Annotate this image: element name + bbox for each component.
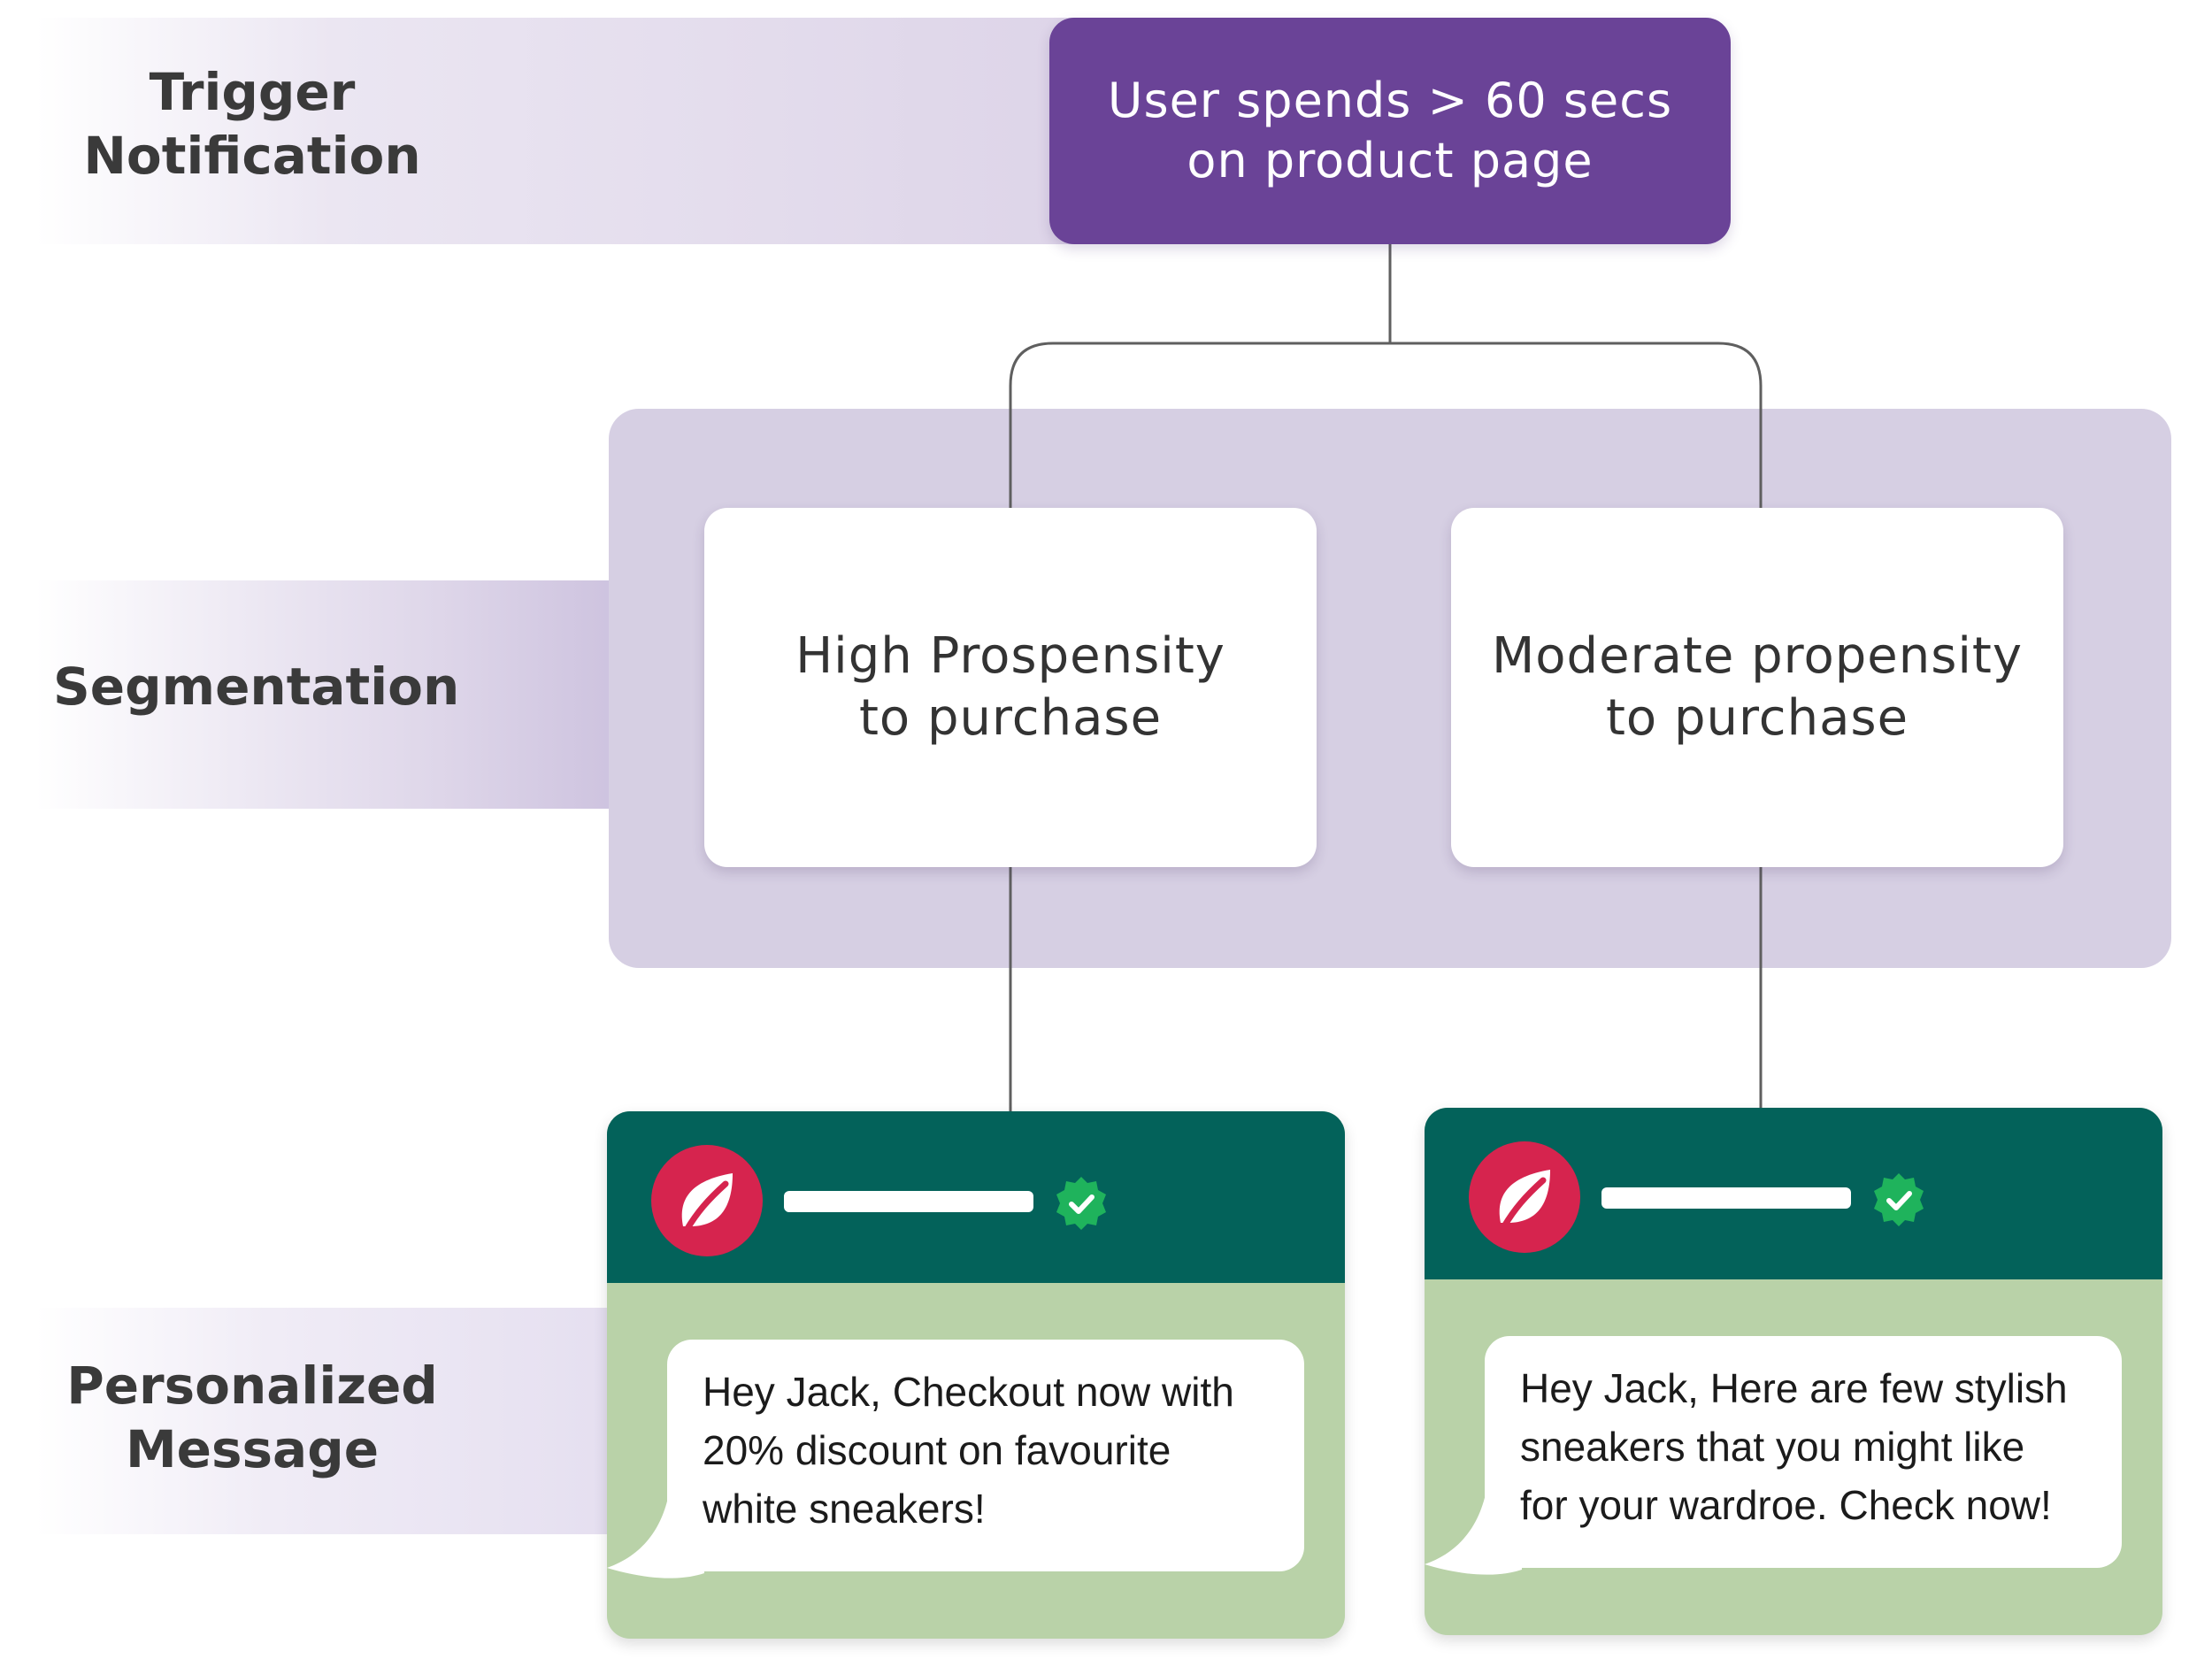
sender-name-placeholder bbox=[1601, 1187, 1851, 1209]
avatar bbox=[651, 1145, 763, 1256]
trigger-node: User spends > 60 secs on product page bbox=[1049, 18, 1731, 244]
segment-node-text: Moderate propensity to purchase bbox=[1491, 627, 2024, 747]
sender-name-placeholder bbox=[784, 1191, 1033, 1212]
segment-node-high: High Prospensity to purchase bbox=[704, 508, 1317, 867]
message-card-header bbox=[1425, 1108, 2162, 1279]
message-text: Hey Jack, Checkout now with 20% discount… bbox=[703, 1369, 1234, 1532]
message-text: Hey Jack, Here are few stylish sneakers … bbox=[1520, 1365, 2068, 1528]
trigger-node-text: User spends > 60 secs on product page bbox=[1107, 73, 1673, 188]
avatar bbox=[1469, 1141, 1580, 1253]
speech-bubble: Hey Jack, Checkout now with 20% discount… bbox=[667, 1340, 1304, 1571]
leaf-icon bbox=[1499, 1170, 1550, 1230]
message-card-header bbox=[607, 1111, 1345, 1283]
segment-node-moderate: Moderate propensity to purchase bbox=[1451, 508, 2063, 867]
message-row-band bbox=[35, 1308, 619, 1534]
segmentation-row-band bbox=[35, 580, 708, 809]
trigger-row-band bbox=[35, 18, 1097, 244]
message-card-high: Hey Jack, Checkout now with 20% discount… bbox=[607, 1111, 1345, 1639]
verified-badge-icon bbox=[1056, 1177, 1106, 1230]
speech-bubble: Hey Jack, Here are few stylish sneakers … bbox=[1485, 1336, 2122, 1568]
message-card-moderate: Hey Jack, Here are few stylish sneakers … bbox=[1425, 1108, 2162, 1635]
leaf-icon bbox=[681, 1173, 733, 1233]
segment-node-text: High Prospensity to purchase bbox=[795, 627, 1225, 747]
verified-badge-icon bbox=[1874, 1173, 1924, 1226]
row-label-trigger: Trigger Notification bbox=[83, 62, 421, 186]
row-label-personalized-message: Personalized Message bbox=[66, 1356, 438, 1479]
row-label-segmentation: Segmentation bbox=[53, 657, 460, 717]
